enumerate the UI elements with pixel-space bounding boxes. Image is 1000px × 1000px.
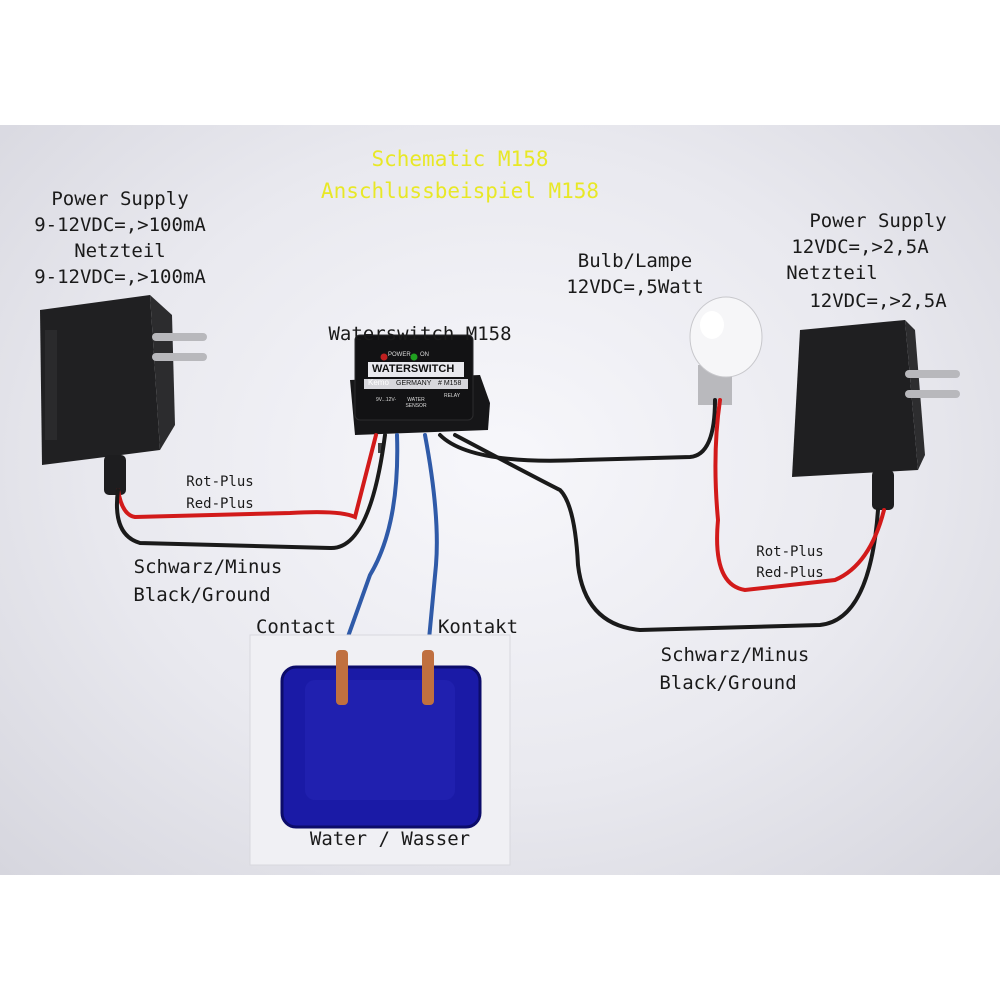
right-supply-label-3: Netzteil bbox=[786, 262, 878, 284]
right-power-adapter bbox=[792, 320, 960, 510]
left-red-wire-label-2: Red-Plus bbox=[186, 496, 254, 512]
right-red-wire-label-2: Red-Plus bbox=[756, 565, 824, 581]
module-brand: Kemo bbox=[368, 378, 389, 387]
bulb-illustration bbox=[689, 296, 763, 405]
wire-harness bbox=[115, 398, 886, 652]
contact-electrode-right bbox=[422, 650, 434, 705]
right-plug-pin-bottom bbox=[905, 390, 960, 398]
module-part-number: # M158 bbox=[438, 380, 462, 387]
right-black-wire-label-2: Black/Ground bbox=[659, 672, 797, 694]
title-line-1: Schematic M158 bbox=[371, 147, 549, 171]
kontakt-label: Kontakt bbox=[437, 616, 519, 638]
right-red-wire-label-1: Rot-Plus bbox=[756, 544, 824, 560]
right-supply-label-2: 12VDC=,>2,5A bbox=[791, 236, 929, 258]
water-label: Water / Wasser bbox=[309, 828, 471, 850]
bulb-label-1: Bulb/Lampe bbox=[577, 250, 693, 272]
bulb-label-2: 12VDC=,5Watt bbox=[566, 276, 704, 298]
contact-electrode-left bbox=[336, 650, 348, 705]
wiring-diagram bbox=[40, 295, 960, 866]
module-country: GERMANY bbox=[396, 380, 432, 387]
module-label: Waterswitch M158 bbox=[328, 323, 512, 345]
left-power-adapter bbox=[40, 295, 207, 495]
left-plug-pin-bottom bbox=[152, 353, 207, 361]
left-black-wire-label-2: Black/Ground bbox=[133, 584, 271, 606]
left-supply-label-2: 9-12VDC=,>100mA bbox=[34, 214, 206, 236]
waterswitch-module-shape bbox=[350, 334, 490, 453]
right-supply-label-1: Power Supply bbox=[809, 210, 947, 232]
connection-photo: POWER ON WATERSWITCH Kemo GERMANY # M158… bbox=[0, 125, 1000, 875]
right-supply-label-4: 12VDC=,>2,5A bbox=[809, 290, 947, 312]
left-plug-pin-top bbox=[152, 333, 207, 341]
module-led-power-label: POWER bbox=[388, 352, 411, 358]
water-tray bbox=[249, 634, 511, 866]
right-black-wire-label-1: Schwarz/Minus bbox=[660, 644, 810, 666]
contact-label: Contact bbox=[255, 616, 337, 638]
module-name: WATERSWITCH bbox=[372, 363, 455, 375]
left-supply-label-1: Power Supply bbox=[51, 188, 189, 210]
right-plug-pin-top bbox=[905, 370, 960, 378]
left-supply-label-3: Netzteil bbox=[74, 240, 166, 262]
module-sensor-label: WATER SENSOR bbox=[405, 397, 427, 409]
module-relay-label: RELAY bbox=[444, 393, 461, 399]
left-black-wire-label-1: Schwarz/Minus bbox=[133, 556, 283, 578]
title-line-2: Anschlussbeispiel M158 bbox=[320, 179, 600, 203]
left-supply-label-4: 9-12VDC=,>100mA bbox=[34, 266, 206, 288]
module-led-on-label: ON bbox=[420, 352, 429, 358]
module-voltage-label: 9V...12V- bbox=[376, 397, 397, 403]
left-red-wire-label-1: Rot-Plus bbox=[186, 474, 254, 490]
